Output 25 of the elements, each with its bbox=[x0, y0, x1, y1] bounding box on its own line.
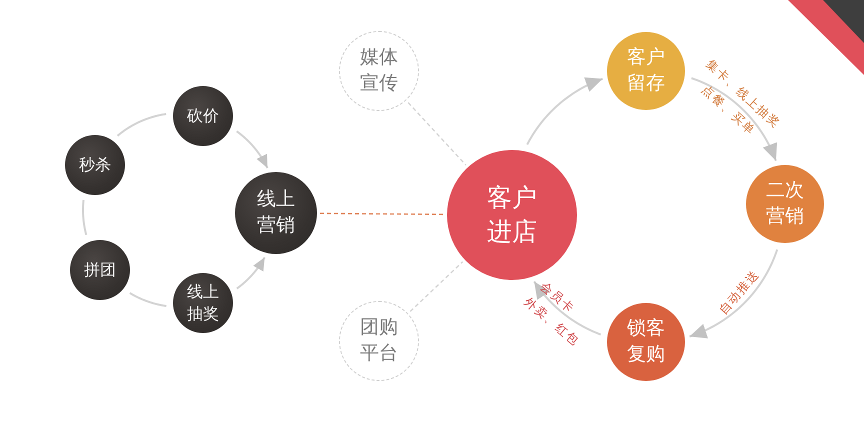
connector-line bbox=[129, 292, 166, 308]
node-label: 拼团 bbox=[83, 259, 117, 281]
arrow bbox=[691, 77, 778, 162]
arrow bbox=[236, 256, 266, 290]
node-label: 砍价 bbox=[186, 105, 220, 127]
node-label: 客户留存 bbox=[626, 45, 666, 96]
node-label: 锁客复购 bbox=[626, 316, 666, 367]
node-label: 线上营销 bbox=[256, 187, 296, 238]
node-label: 客户进店 bbox=[486, 182, 538, 248]
edge-label: 自动推送 bbox=[715, 266, 763, 319]
node-label: 线上抽奖 bbox=[186, 281, 220, 325]
arrow bbox=[526, 77, 604, 146]
node-label: 秒杀 bbox=[78, 154, 112, 176]
dashed-connector-line bbox=[320, 212, 444, 216]
arrow bbox=[236, 130, 268, 168]
node-label: 团购平台 bbox=[359, 315, 399, 366]
node-label: 二次营销 bbox=[765, 178, 805, 229]
arrow bbox=[533, 280, 602, 336]
dashed-connector-line bbox=[408, 102, 466, 166]
connector-line bbox=[82, 200, 88, 236]
dashed-connector-line bbox=[410, 261, 464, 312]
arrow bbox=[689, 249, 778, 338]
connector-line bbox=[116, 113, 166, 137]
node-label: 媒体宣传 bbox=[359, 45, 399, 96]
edge-label: 集卡、线上抽奖点餐、买单 bbox=[698, 56, 784, 140]
